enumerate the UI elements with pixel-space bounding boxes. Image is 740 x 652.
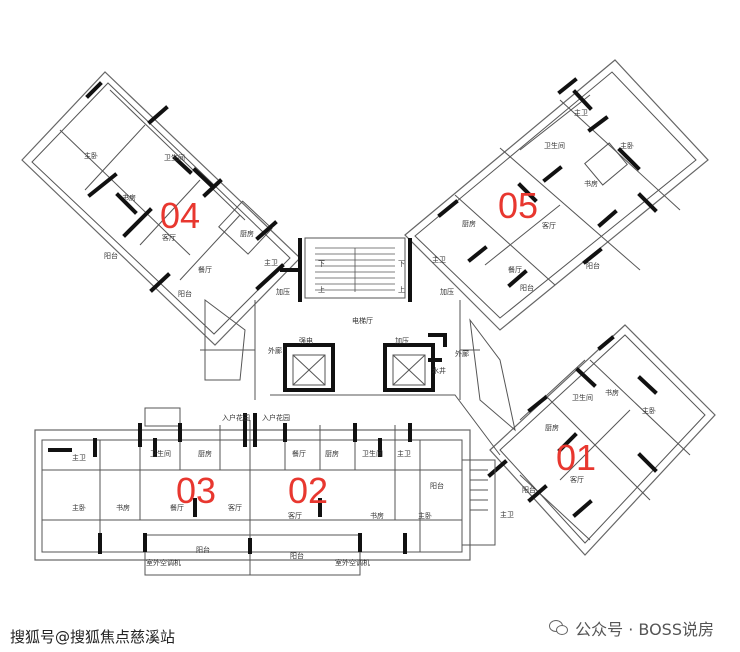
unit-numbers: 04 05 01 03 02 bbox=[160, 185, 596, 511]
unit-number-03: 03 bbox=[176, 470, 216, 511]
unit-number-04: 04 bbox=[160, 195, 200, 236]
label-stair-down-r: 下 bbox=[398, 260, 405, 268]
label-04-study: 书房 bbox=[122, 193, 136, 202]
label-04-balcony: 阳台 bbox=[104, 251, 118, 260]
label-01-kitchen: 厨房 bbox=[545, 423, 559, 432]
label-04-balcony2: 阳台 bbox=[178, 289, 192, 298]
label-elevator-hall: 电梯厅 bbox=[352, 316, 373, 325]
label-pressurize-left: 加压 bbox=[276, 287, 290, 296]
label-03-bath: 卫生间 bbox=[150, 449, 171, 458]
central-core bbox=[200, 237, 516, 456]
label-05-kitchen: 厨房 bbox=[462, 219, 476, 228]
watermark-right: 公众号 · BOSS说房 bbox=[549, 616, 714, 640]
label-02-dining: 餐厅 bbox=[292, 449, 306, 458]
label-04-bath: 卫生间 bbox=[164, 153, 185, 162]
label-stair-up-r: 上 bbox=[398, 285, 405, 294]
label-03-master-bath: 主卫 bbox=[72, 453, 86, 462]
watermark-right-text: 公众号 · BOSS说房 bbox=[575, 620, 714, 639]
label-02-ac: 室外空调机 bbox=[335, 558, 370, 567]
label-05-study: 书房 bbox=[584, 179, 598, 188]
label-03-garden: 入户花园 bbox=[222, 413, 250, 422]
label-pressurize-right: 加压 bbox=[440, 287, 454, 296]
units-02-03-block bbox=[34, 407, 496, 576]
unit-01-wing bbox=[487, 324, 716, 556]
watermark-left: 搜狐号@搜狐焦点慈溪站 bbox=[10, 628, 176, 646]
unit-number-01: 01 bbox=[556, 437, 596, 478]
label-02-master-bath: 主卫 bbox=[397, 449, 411, 458]
room-labels: 电梯厅 强电 加压 水井 外廊 外廊 下 下 上 上 加压 加压 主卧 书房 卫… bbox=[72, 108, 656, 567]
unit-05-wing bbox=[404, 59, 709, 331]
label-03-kitchen: 厨房 bbox=[198, 449, 212, 458]
label-stair-up-l: 上 bbox=[318, 285, 325, 294]
label-05-dining: 餐厅 bbox=[508, 265, 522, 274]
label-01-master: 主卧 bbox=[642, 406, 656, 415]
label-pressurize: 加压 bbox=[395, 336, 409, 345]
label-03-balcony: 阳台 bbox=[196, 545, 210, 554]
label-02-kitchen: 厨房 bbox=[325, 449, 339, 458]
label-05-balcony: 阳台 bbox=[586, 261, 600, 270]
label-05-balcony2: 阳台 bbox=[520, 283, 534, 292]
label-02-garden: 入户花园 bbox=[262, 413, 290, 422]
label-03-ac: 室外空调机 bbox=[146, 558, 181, 567]
label-05-living: 客厅 bbox=[542, 221, 556, 230]
label-corridor-left: 外廊 bbox=[268, 346, 282, 355]
label-04-kitchen: 厨房 bbox=[240, 229, 254, 238]
label-02-living: 客厅 bbox=[288, 511, 302, 520]
label-01-living: 客厅 bbox=[570, 475, 584, 484]
label-02-balcony: 阳台 bbox=[290, 551, 304, 560]
label-05-master: 主卧 bbox=[620, 141, 634, 150]
label-strong-power: 强电 bbox=[299, 336, 313, 345]
label-03-master: 主卧 bbox=[72, 503, 86, 512]
label-05-pressurize: 主卫 bbox=[432, 255, 446, 264]
label-water-well: 水井 bbox=[432, 366, 446, 375]
label-03-study: 书房 bbox=[116, 503, 130, 512]
label-01-master-bath: 主卫 bbox=[500, 510, 514, 519]
label-04-master-bath: 主卫 bbox=[264, 258, 278, 267]
label-03-dining: 餐厅 bbox=[170, 503, 184, 512]
label-02-master: 主卧 bbox=[418, 511, 432, 520]
label-05-bath: 卫生间 bbox=[544, 141, 565, 150]
label-04-living: 客厅 bbox=[162, 233, 176, 242]
label-02-balcony-right: 阳台 bbox=[430, 481, 444, 490]
label-corridor-right: 外廊 bbox=[455, 349, 469, 358]
label-04-master: 主卧 bbox=[84, 151, 98, 160]
staircase bbox=[315, 247, 395, 292]
label-04-dining: 餐厅 bbox=[198, 265, 212, 274]
wechat-icon bbox=[549, 620, 569, 636]
label-02-bath: 卫生间 bbox=[362, 449, 383, 458]
label-stair-down-l: 下 bbox=[318, 260, 325, 268]
unit-number-05: 05 bbox=[498, 185, 538, 226]
label-05-master-bath: 主卫 bbox=[574, 108, 588, 117]
unit-04-wing bbox=[21, 71, 301, 346]
label-02-study: 书房 bbox=[370, 511, 384, 520]
label-03-living: 客厅 bbox=[228, 503, 242, 512]
label-01-study: 书房 bbox=[605, 388, 619, 397]
unit-number-02: 02 bbox=[288, 470, 328, 511]
label-01-balcony: 阳台 bbox=[522, 485, 536, 494]
label-01-bath: 卫生间 bbox=[572, 393, 593, 402]
